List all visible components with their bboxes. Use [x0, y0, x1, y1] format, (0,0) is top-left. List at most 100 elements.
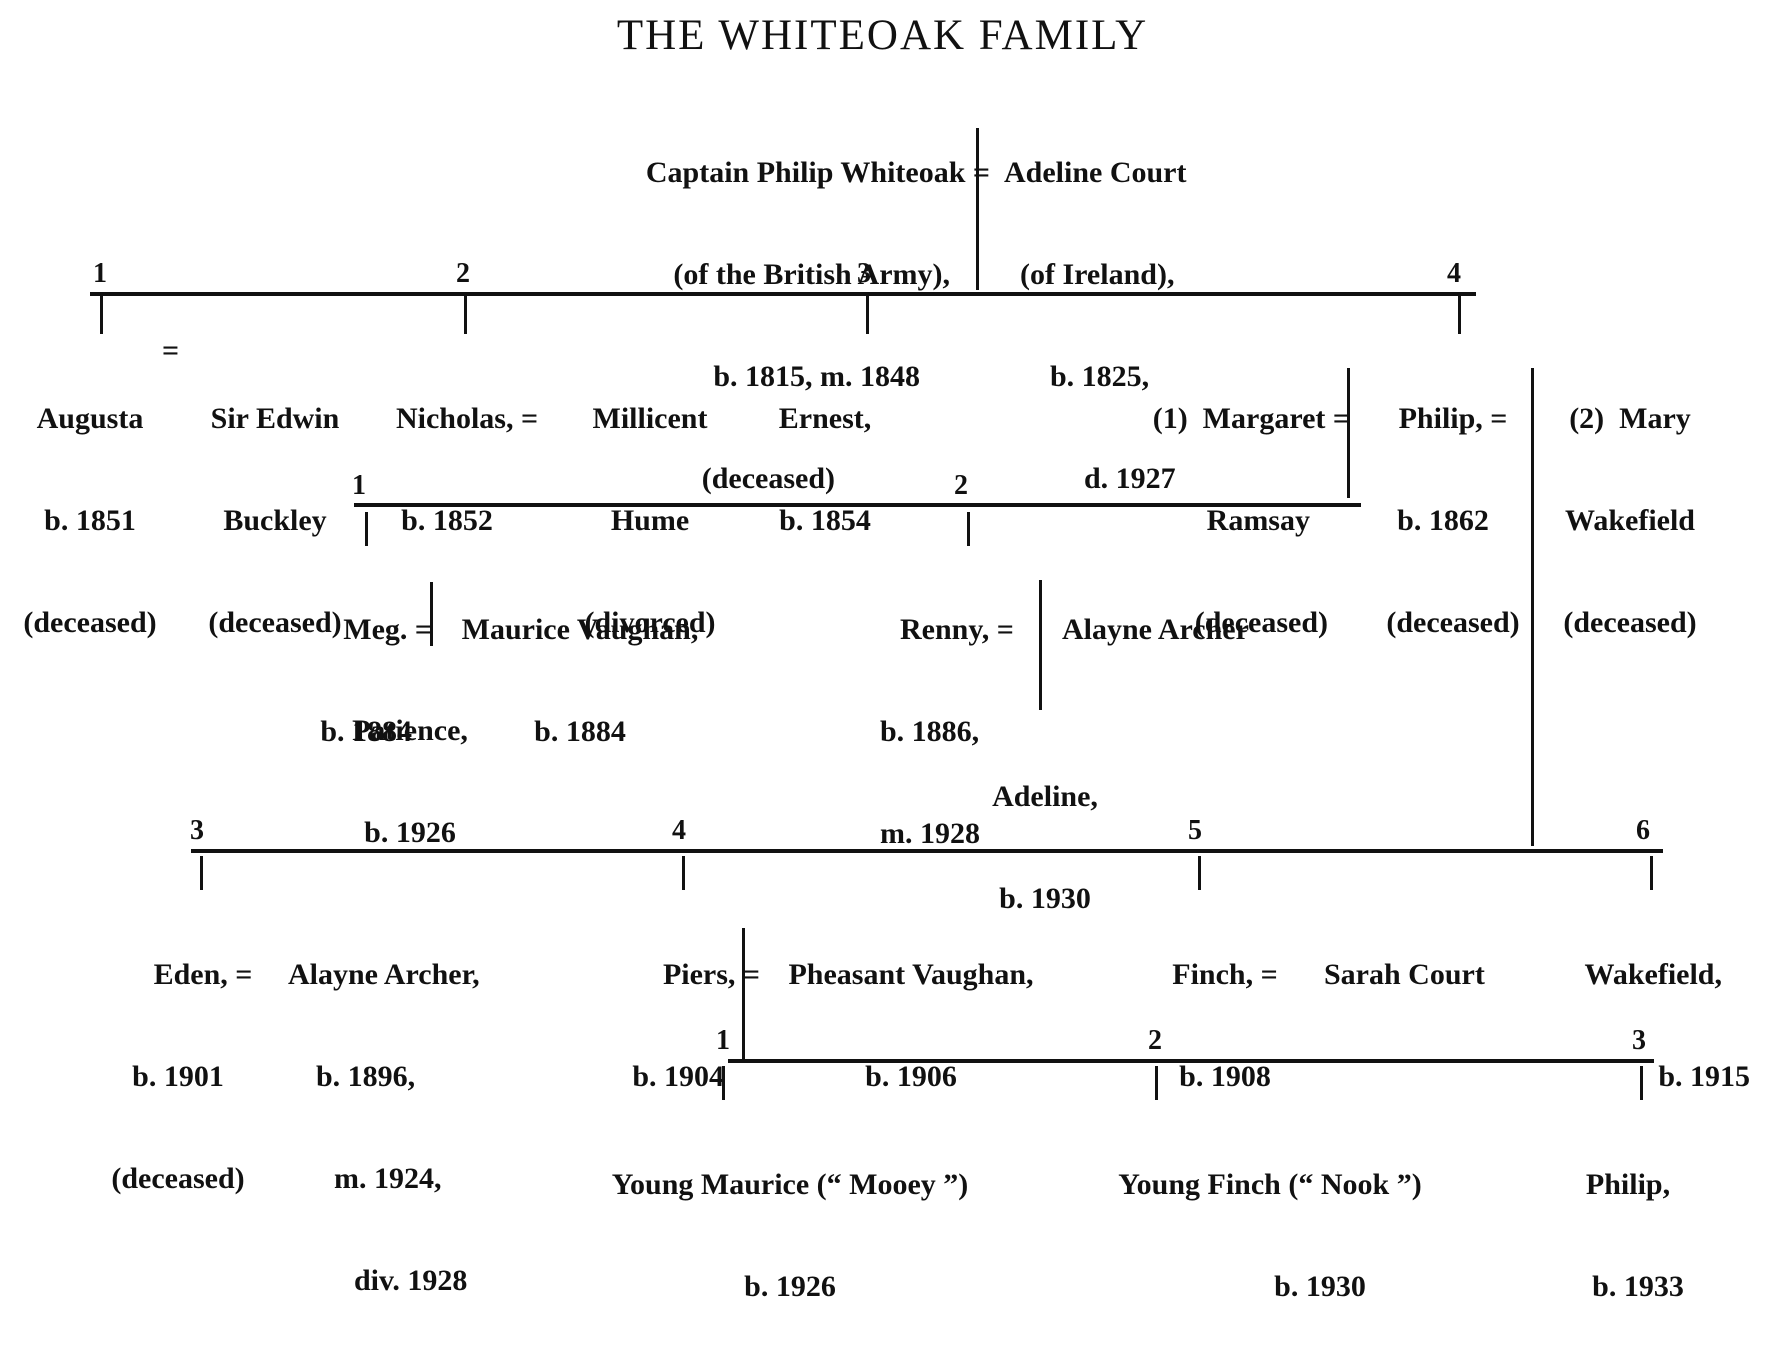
- person-augusta: Augusta b. 1851 (deceased): [10, 334, 170, 708]
- person-detail: d. 1927: [1084, 462, 1176, 495]
- child-number: 5: [1188, 815, 1202, 846]
- person-name: Augusta: [36, 402, 144, 435]
- person-name: Captain Philip Whiteoak =: [645, 156, 990, 189]
- connector-line: [1458, 296, 1461, 334]
- person-sarah-court: Sarah Court: [1324, 890, 1524, 1060]
- child-number: 4: [672, 815, 686, 846]
- person-name: Nicholas, =: [395, 402, 539, 435]
- person-pheasant-vaughan: Pheasant Vaughan, b. 1906: [766, 890, 1056, 1162]
- person-detail: (deceased): [1386, 606, 1520, 639]
- person-name: Pheasant Vaughan,: [788, 958, 1034, 991]
- person-finch: Finch, = b. 1908: [1140, 890, 1310, 1162]
- connector-line: [430, 582, 433, 646]
- person-detail: b. 1926: [364, 816, 456, 849]
- person-philip-grandson: Philip, b. 1933: [1548, 1100, 1728, 1372]
- person-adeline-granddaughter: Adeline, b. 1930: [970, 712, 1120, 984]
- person-detail: (deceased): [1194, 606, 1328, 639]
- connector-line: [682, 856, 685, 890]
- person-name: Young Maurice (“ Mooey ”): [611, 1168, 969, 1201]
- person-detail: div. 1928: [354, 1264, 468, 1297]
- person-name: Adeline Court: [1004, 156, 1187, 189]
- person-detail: (of Ireland),: [1020, 258, 1175, 291]
- person-margaret-ramsay: (1) Margaret = Ramsay (deceased): [1090, 334, 1350, 708]
- connector-line: [1531, 368, 1534, 846]
- child-number: 1: [716, 1025, 730, 1056]
- person-young-finch: Young Finch (“ Nook ”) b. 1930: [1060, 1100, 1480, 1372]
- person-adeline-court: Adeline Court (of Ireland), b. 1825, d. …: [1004, 88, 1244, 564]
- person-detail: Hume: [610, 504, 690, 537]
- connector-line: [976, 128, 979, 290]
- person-detail: (deceased): [23, 606, 157, 639]
- child-number: 3: [1632, 1025, 1646, 1056]
- diagram-title: THE WHITEOAK FAMILY: [616, 12, 1149, 59]
- person-philip-son: Philip, = b. 1862 (deceased): [1368, 334, 1538, 708]
- person-name: Eden, =: [153, 958, 253, 991]
- connector-line: [1198, 856, 1201, 890]
- person-name: Patience,: [352, 714, 468, 747]
- person-detail: b. 1854: [779, 504, 871, 537]
- person-name: Sarah Court: [1324, 958, 1485, 991]
- person-name: Wakefield,: [1584, 958, 1722, 991]
- child-number: 2: [1148, 1025, 1162, 1056]
- connector-line: [1640, 1066, 1643, 1100]
- connector-line: [722, 1066, 725, 1100]
- child-number: 1: [93, 258, 107, 289]
- connector-line: [200, 856, 203, 890]
- person-detail: b. 1896,: [316, 1060, 416, 1093]
- connector-line: [100, 296, 103, 334]
- person-sir-edwin-buckley: Sir Edwin Buckley (deceased): [195, 334, 355, 708]
- person-wakefield: Wakefield, b. 1915: [1560, 890, 1750, 1162]
- child-number: 2: [954, 470, 968, 501]
- person-name: Philip,: [1585, 1168, 1671, 1201]
- person-detail: (deceased): [111, 1162, 245, 1195]
- person-detail: Buckley: [223, 504, 327, 537]
- person-patience: Patience, b. 1926: [340, 646, 480, 918]
- person-name: Millicent: [592, 402, 708, 435]
- person-detail: b. 1930: [999, 882, 1091, 915]
- person-ernest: Ernest, b. 1854: [760, 334, 890, 606]
- person-name: Piers, =: [662, 958, 760, 991]
- person-name: Sir Edwin: [210, 402, 340, 435]
- connector-line: [967, 512, 970, 546]
- person-detail: b. 1906: [865, 1060, 957, 1093]
- person-alayne-archer: Alayne Archer: [1062, 545, 1302, 715]
- child-number: 1: [352, 470, 366, 501]
- person-detail: (deceased): [208, 606, 342, 639]
- person-young-maurice: Young Maurice (“ Mooey ”) b. 1926: [570, 1100, 1010, 1372]
- person-name: (2) Mary: [1569, 402, 1691, 435]
- person-renny: Renny, = b. 1886, m. 1928: [880, 545, 1050, 919]
- person-eden: Eden, = b. 1901 (deceased): [78, 890, 278, 1264]
- person-name: Adeline,: [992, 780, 1098, 813]
- person-name: (1) Margaret =: [1152, 402, 1350, 435]
- connector-line: [464, 296, 467, 334]
- person-name: Young Finch (“ Nook ”): [1118, 1168, 1422, 1201]
- person-detail: Wakefield: [1564, 504, 1695, 537]
- person-detail: b. 1884: [534, 715, 626, 748]
- person-detail: b. 1915: [1658, 1060, 1750, 1093]
- person-detail: b. 1886,: [880, 715, 980, 748]
- family-tree-diagram: THE WHITEOAK FAMILY Captain Philip White…: [10, 12, 1750, 1303]
- person-detail: b. 1815, m. 1848: [713, 360, 920, 393]
- connector-line: [1347, 368, 1350, 498]
- marriage-equals: =: [162, 334, 180, 367]
- person-detail: b. 1852: [401, 504, 493, 537]
- connector-line: [866, 296, 869, 334]
- person-detail: (of the British Army),: [673, 258, 950, 291]
- person-name: Renny, =: [900, 613, 1014, 646]
- connector-line: [90, 292, 1476, 296]
- person-detail: (deceased): [701, 462, 835, 495]
- child-number: 3: [857, 258, 871, 289]
- person-maurice-vaughan: Maurice Vaughan, b. 1884: [440, 545, 720, 817]
- person-piers: Piers, = b. 1904: [590, 890, 760, 1162]
- person-detail: (deceased): [1563, 606, 1697, 639]
- connector-line: [728, 1059, 1654, 1063]
- person-detail: b. 1930: [1274, 1270, 1366, 1303]
- person-detail: b. 1851: [44, 504, 136, 537]
- person-detail: (divorced): [584, 606, 716, 639]
- person-detail: b. 1884: [320, 715, 412, 748]
- person-detail: b. 1825,: [1050, 360, 1150, 393]
- person-detail: b. 1904: [632, 1060, 724, 1093]
- person-name: Alayne Archer: [1062, 613, 1249, 646]
- person-name: Philip, =: [1398, 402, 1508, 435]
- child-number: 6: [1636, 815, 1650, 846]
